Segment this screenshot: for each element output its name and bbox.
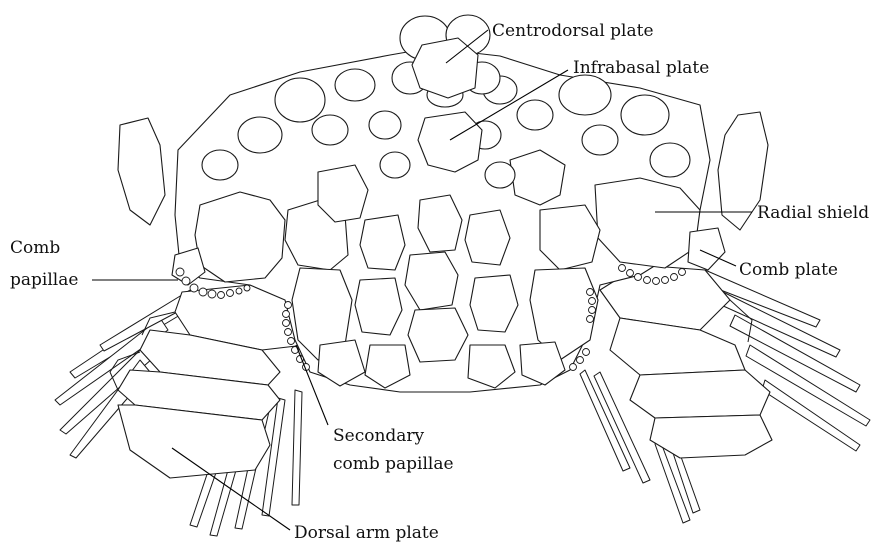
- disc-plate: [238, 117, 282, 153]
- disc-plate: [621, 95, 669, 135]
- left-lateral-plate: [118, 118, 165, 225]
- label-comb-papillae-line1: Comb: [10, 238, 60, 258]
- label-comb-papillae-line2: papillae: [10, 270, 78, 290]
- label-infrabasal-plate: Infrabasal plate: [573, 58, 709, 78]
- centrodorsal-plate: [412, 38, 478, 98]
- disc-plate: [517, 100, 553, 130]
- disc-plate: [485, 162, 515, 188]
- right-dorsal-arm-plate-2: [610, 318, 745, 375]
- left-radial-shield: [195, 192, 285, 282]
- disc-plate: [380, 152, 410, 178]
- label-comb-plate: Comb plate: [739, 260, 838, 280]
- label-centrodorsal-plate: Centrodorsal plate: [492, 21, 654, 41]
- disc-plate: [650, 143, 690, 177]
- disc-plate: [335, 69, 375, 101]
- disc-plate: [559, 75, 611, 115]
- label-radial-shield: Radial shield: [757, 203, 869, 223]
- disc-plate: [202, 150, 238, 180]
- label-secondary-comb-papillae-line2: comb papillae: [333, 454, 454, 474]
- disc-plate: [275, 78, 325, 122]
- right-dorsal-arm-plate-3: [630, 370, 770, 418]
- disc-plate: [465, 210, 510, 265]
- disc-plate: [360, 215, 405, 270]
- right-arm: [580, 265, 870, 523]
- disc-plate: [369, 111, 401, 139]
- disc-plate: [312, 115, 348, 145]
- comb-plate-right: [688, 228, 725, 270]
- label-dorsal-arm-plate: Dorsal arm plate: [294, 523, 439, 543]
- right-dorsal-arm-plate-4: [650, 415, 772, 458]
- disc-plate: [582, 125, 618, 155]
- left-arm: [55, 285, 305, 536]
- infrabasal-plate: [418, 112, 482, 172]
- label-secondary-comb-papillae-line1: Secondary: [333, 426, 425, 446]
